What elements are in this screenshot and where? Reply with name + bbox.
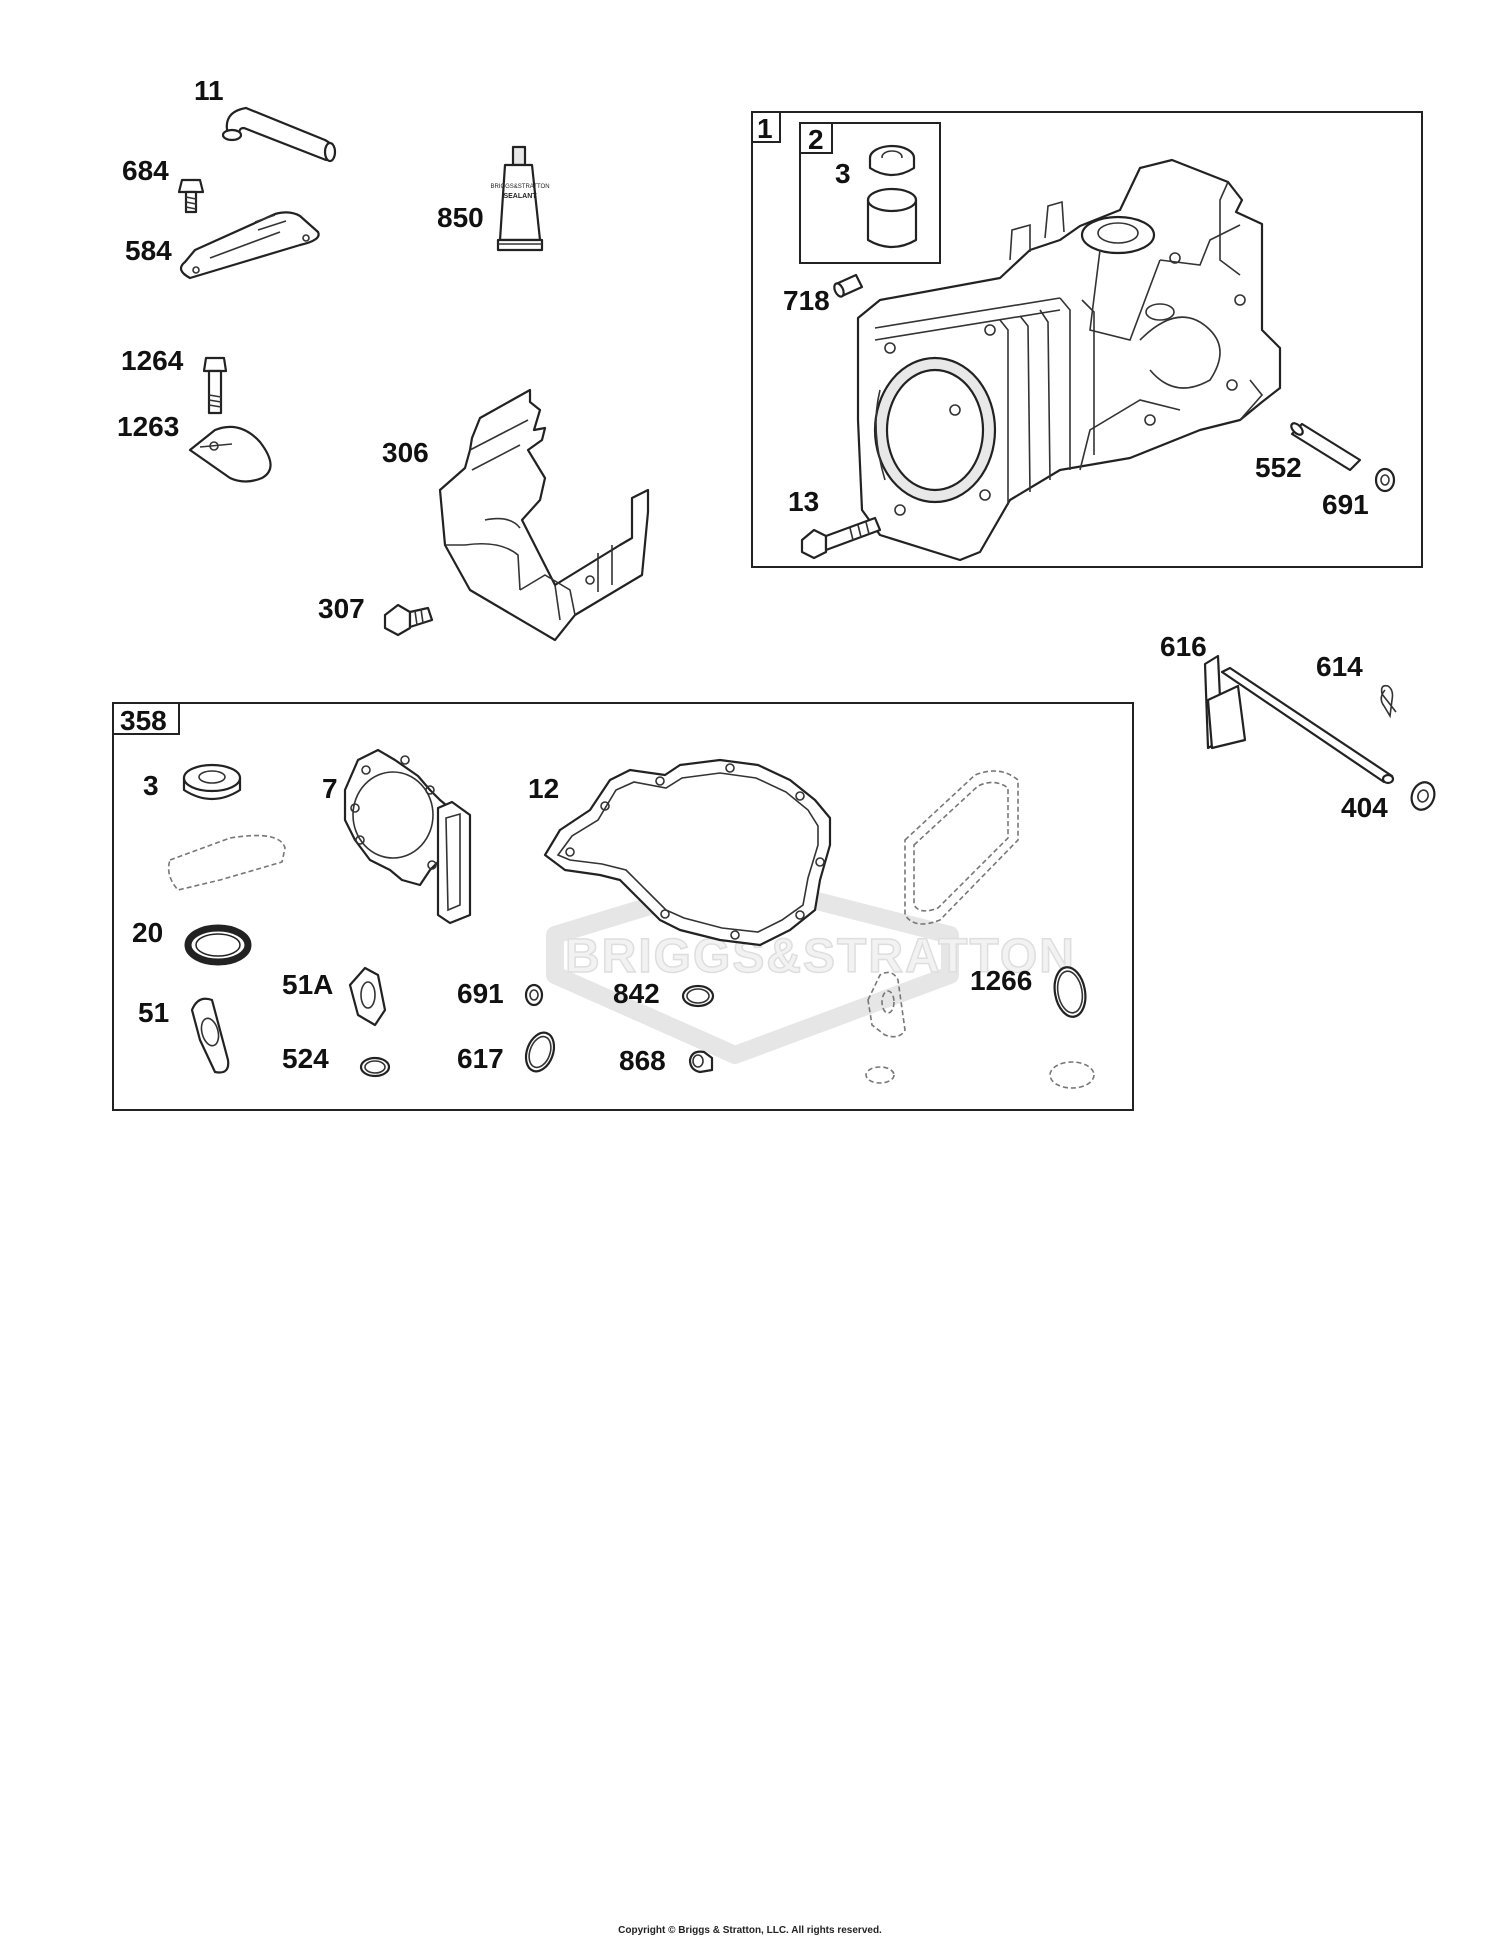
label-part-1264: 1264 bbox=[121, 345, 184, 376]
label-kit-part-842: 842 bbox=[613, 978, 660, 1009]
label-kit-part-51A: 51A bbox=[282, 969, 333, 1000]
box-1-cylinder-assembly bbox=[751, 111, 1423, 568]
kit-part-51-gasket-icon bbox=[190, 997, 230, 1074]
label-part-306: 306 bbox=[382, 437, 429, 468]
label-part-404: 404 bbox=[1341, 792, 1388, 823]
part-718-dowel-pin-icon bbox=[833, 273, 864, 298]
label-kit-part-868: 868 bbox=[619, 1045, 666, 1076]
part-552-pin-icon bbox=[1290, 422, 1362, 472]
label-part-616: 616 bbox=[1160, 631, 1207, 662]
label-kit-part-51: 51 bbox=[138, 997, 169, 1028]
kit-part-842-o-ring-icon bbox=[681, 984, 715, 1008]
label-kit-part-691: 691 bbox=[457, 978, 504, 1009]
sealant-type-text: SEALANT bbox=[503, 193, 537, 200]
label-part-307: 307 bbox=[318, 593, 365, 624]
kit-dashed-gasket-2-icon bbox=[904, 770, 1019, 925]
part-1263-plate-icon bbox=[188, 425, 272, 483]
part-306-shroud-icon bbox=[438, 388, 650, 642]
label-part-718: 718 bbox=[783, 285, 830, 316]
label-part-691-top: 691 bbox=[1322, 489, 1369, 520]
label-part-1263: 1263 bbox=[117, 411, 179, 442]
part-1264-bolt-icon bbox=[202, 356, 228, 415]
kit-dashed-gasket-1-icon bbox=[167, 834, 286, 891]
label-kit-part-20: 20 bbox=[132, 917, 163, 948]
box-358-gasket-set bbox=[112, 702, 1134, 1111]
kit-part-868-bushing-icon bbox=[688, 1050, 714, 1074]
kit-dashed-gasket-3-icon bbox=[865, 971, 1095, 1089]
part-404-washer-icon bbox=[1410, 781, 1436, 811]
label-kit-part-3: 3 bbox=[143, 770, 159, 801]
label-part-11: 11 bbox=[194, 75, 224, 106]
kit-part-20-seal-icon bbox=[184, 924, 252, 966]
kit-part-12-crankcase-gasket-icon bbox=[543, 758, 832, 947]
kit-part-7-head-gasket-icon bbox=[343, 748, 472, 925]
part-584-cover-icon bbox=[179, 211, 320, 280]
part-616-governor-shaft-icon bbox=[1203, 654, 1395, 785]
part-691-washer-icon bbox=[1374, 467, 1396, 493]
kit-part-3-oil-seal-icon bbox=[182, 763, 242, 801]
label-part-552: 552 bbox=[1255, 452, 1302, 483]
kit-part-617-o-ring-icon bbox=[524, 1031, 556, 1073]
kit-part-524-o-ring-icon bbox=[359, 1056, 391, 1078]
kit-part-691-washer-icon bbox=[524, 983, 544, 1007]
watermark-text: BRIGGS&STRATTON bbox=[565, 930, 1076, 983]
label-box-2: 2 bbox=[808, 124, 824, 155]
cylinder-block-icon bbox=[856, 158, 1282, 562]
part-307-screw-icon bbox=[383, 603, 434, 637]
label-box-1: 1 bbox=[757, 113, 773, 144]
part-614-hairpin-clip-icon bbox=[1380, 684, 1397, 719]
brand-watermark: BRIGGS&STRATTON bbox=[546, 871, 1076, 1064]
label-box-358: 358 bbox=[120, 705, 167, 736]
part-684-screw-icon bbox=[177, 178, 205, 214]
part-13-bolt-icon bbox=[800, 516, 882, 560]
kit-part-1266-o-ring-icon bbox=[1053, 966, 1087, 1018]
sealant-brand-text: BRIGGS&STRATTON bbox=[490, 184, 549, 190]
kit-part-51A-gasket-icon bbox=[348, 966, 387, 1027]
label-part-3-top: 3 bbox=[835, 158, 851, 189]
label-part-584: 584 bbox=[125, 235, 172, 266]
part-11-breather-tube-icon bbox=[221, 106, 337, 163]
label-part-614: 614 bbox=[1316, 651, 1363, 682]
label-part-850: 850 bbox=[437, 202, 484, 233]
label-kit-part-617: 617 bbox=[457, 1043, 504, 1074]
part-3-seal-sleeve-icon bbox=[866, 144, 918, 249]
part-850-sealant-tube-icon: BRIGGS&STRATTON SEALANT bbox=[490, 145, 550, 252]
copyright-notice: Copyright © Briggs & Stratton, LLC. All … bbox=[618, 1925, 882, 1936]
label-kit-part-7: 7 bbox=[322, 773, 338, 804]
label-kit-part-12: 12 bbox=[528, 773, 559, 804]
label-kit-part-1266: 1266 bbox=[970, 965, 1032, 996]
label-kit-part-524: 524 bbox=[282, 1043, 329, 1074]
label-part-13: 13 bbox=[788, 486, 819, 517]
label-part-684: 684 bbox=[122, 155, 169, 186]
part-number-labels: 11 684 584 850 1264 1263 306 307 1 2 3 7… bbox=[117, 75, 1388, 1076]
